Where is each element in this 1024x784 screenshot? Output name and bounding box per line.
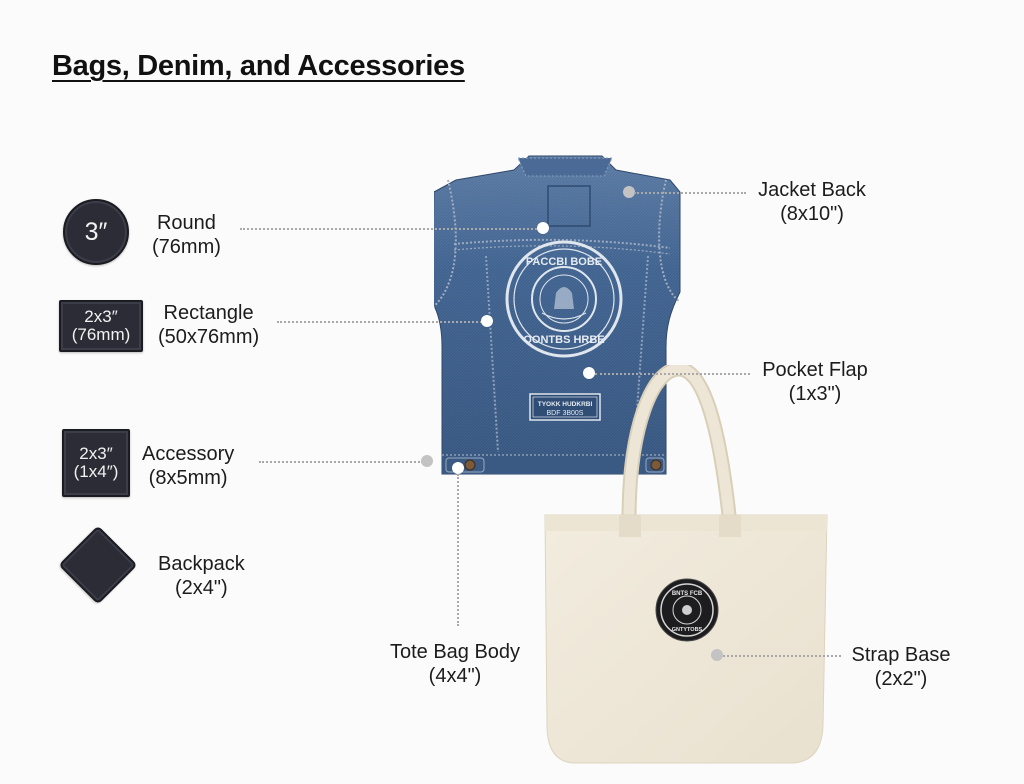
svg-text:BDF 3B00S: BDF 3B00S	[547, 410, 584, 417]
legend-round-label: Round	[156, 212, 216, 234]
leader-tote-body	[457, 474, 459, 626]
callout-jacket-back-size: (8x10")	[780, 203, 844, 225]
callout-tote-body: Tote Bag Body (4x4")	[380, 640, 530, 688]
marker-round	[537, 222, 549, 234]
round-patch-swatch: 3″	[63, 199, 129, 265]
legend-accessory-label: Accessory	[142, 443, 235, 465]
callout-strap-base: Strap Base (2x2")	[844, 643, 958, 691]
marker-jacket-back	[623, 186, 635, 198]
tote-emblem-patch: BNTS FCB GNTYTOBS	[655, 578, 719, 642]
svg-text:GNTYTOBS: GNTYTOBS	[672, 627, 703, 633]
square-patch-text-1: 2x3″	[79, 444, 113, 464]
legend-round: Round (76mm)	[152, 211, 221, 259]
back-rect-label-patch: TYOKK HUDKRBI BDF 3B00S	[529, 393, 601, 421]
leader-strap-base	[723, 655, 841, 657]
svg-text:TYOKK HUDKRBI: TYOKK HUDKRBI	[538, 401, 593, 408]
callout-jacket-back: Jacket Back (8x10")	[752, 178, 872, 226]
svg-text:BNTS FCB: BNTS FCB	[672, 591, 703, 597]
page-title: Bags, Denim, and Accessories	[52, 50, 465, 82]
leader-jacket-back	[634, 192, 746, 194]
backpack-patch-swatch	[58, 525, 138, 605]
legend-accessory: Accessory (8x5mm)	[142, 442, 234, 490]
accessory-patch-swatch: 2x3″ (1x4″)	[62, 429, 130, 497]
legend-backpack-label: Backpack	[158, 553, 245, 575]
callout-tote-body-label: Tote Bag Body	[389, 641, 521, 663]
legend-backpack: Backpack (2x4")	[158, 552, 245, 600]
rect-patch-text-1: 2x3″	[84, 307, 118, 327]
callout-pocket-flap-size: (1x3")	[788, 383, 842, 405]
legend-accessory-size: (8x5mm)	[148, 467, 228, 489]
legend-backpack-size: (2x4")	[175, 577, 228, 599]
marker-accessory	[421, 455, 433, 467]
callout-tote-body-size: (4x4")	[428, 665, 482, 687]
leader-round	[240, 228, 540, 230]
leader-rectangle	[277, 321, 485, 323]
legend-rectangle-size: (50x76mm)	[158, 326, 260, 348]
tote-bag-image: BNTS FCB GNTYTOBS	[543, 361, 829, 770]
legend-round-size: (76mm)	[152, 236, 221, 258]
rect-patch-text-2: (76mm)	[71, 325, 131, 344]
svg-text:PACCBI BOBE: PACCBI BOBE	[526, 256, 602, 268]
leader-accessory	[259, 461, 423, 463]
svg-text:OONTBS HRBE: OONTBS HRBE	[523, 334, 604, 346]
rectangle-patch-swatch: 2x3″ (76mm)	[59, 300, 143, 352]
callout-pocket-flap: Pocket Flap (1x3")	[752, 358, 878, 406]
callout-jacket-back-label: Jacket Back	[758, 179, 866, 201]
back-emblem-patch: PACCBI BOBE OONTBS HRBE	[505, 240, 623, 358]
round-patch-text: 3″	[84, 217, 108, 246]
marker-jacket-button	[452, 462, 464, 474]
leader-pocket-flap	[595, 373, 750, 375]
marker-strap-base	[711, 649, 723, 661]
callout-strap-base-size: (2x2")	[874, 668, 928, 690]
denim-vest-image: PACCBI BOBE OONTBS HRBE TYOKK HUDKRBI BD…	[429, 152, 696, 482]
marker-rectangle	[481, 315, 493, 327]
square-patch-text-2: (1x4″)	[73, 462, 119, 481]
callout-pocket-flap-label: Pocket Flap	[762, 359, 868, 381]
legend-rectangle: Rectangle (50x76mm)	[158, 301, 259, 349]
callout-strap-base-label: Strap Base	[851, 644, 951, 666]
legend-rectangle-label: Rectangle	[163, 302, 254, 324]
marker-pocket-flap	[583, 367, 595, 379]
